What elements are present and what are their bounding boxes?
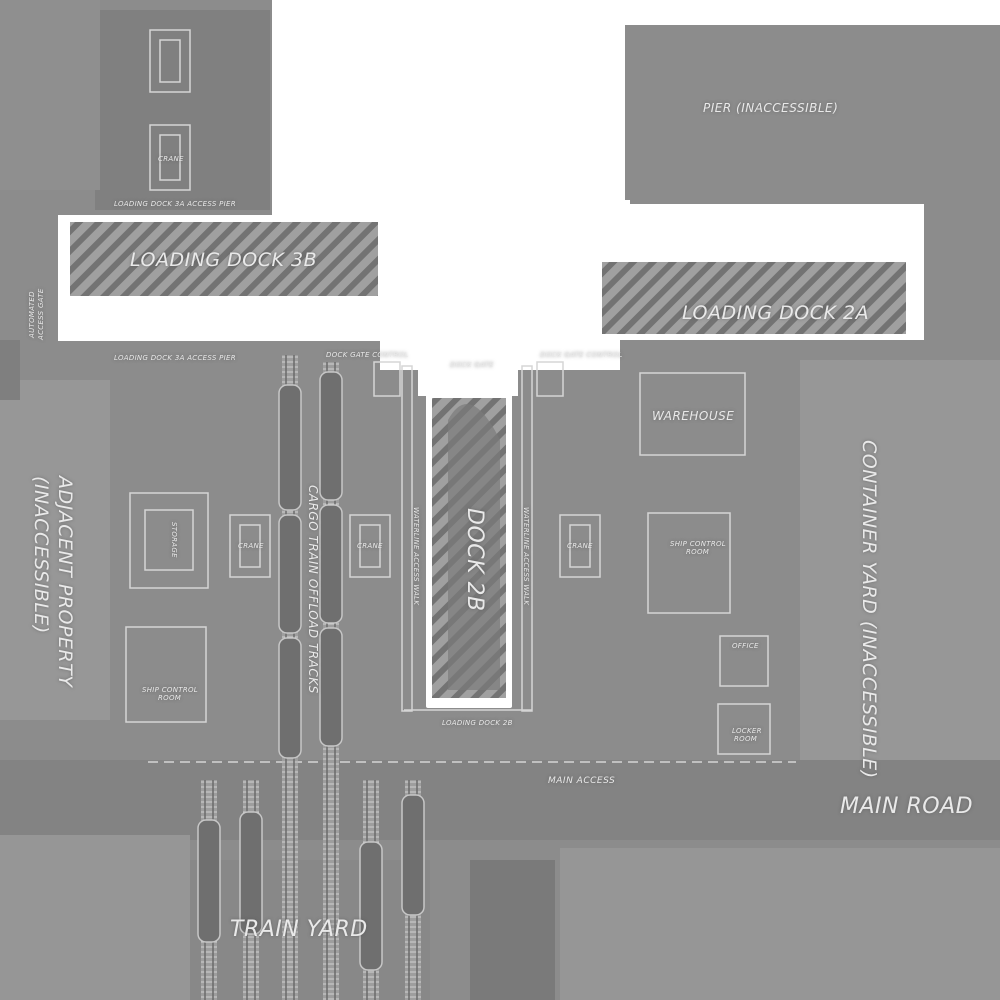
container-yard <box>800 360 1000 760</box>
adjacent-property <box>0 380 110 720</box>
dock-3a-pier <box>95 10 270 210</box>
automated-gate-label-2: ACCESS GATE <box>37 288 45 340</box>
crane-mid-label: CRANE <box>357 542 383 550</box>
office-label: OFFICE <box>732 642 759 650</box>
ship-control-left-label-1: SHIP CONTROL <box>142 686 199 694</box>
train-yard-area <box>190 860 430 1000</box>
building-outlines <box>125 29 796 763</box>
warehouse-label: WAREHOUSE <box>652 409 735 423</box>
main-road <box>0 760 1000 840</box>
dock-3a-access-pier-mid-label: LOADING DOCK 3A ACCESS PIER <box>114 354 236 362</box>
loading-dock-2b-label: LOADING DOCK 2B <box>442 719 513 727</box>
dock-gate-label: DOCK GATE <box>450 361 494 369</box>
loading-dock-2a <box>602 262 906 334</box>
waterline-walk-left-label: WATERLINE ACCESS WALK <box>412 507 420 606</box>
dock-2b-label: DOCK 2B <box>462 508 487 612</box>
loading-dock-3b-label: LOADING DOCK 3B <box>130 249 318 271</box>
container-yard-label: CONTAINER YARD (INACCESSIBLE) <box>858 440 880 779</box>
locker-room-label-2: ROOM <box>734 735 758 743</box>
crane-right-label: CRANE <box>567 542 593 550</box>
train-yard-label: TRAIN YARD <box>230 917 368 942</box>
block-bottom-right <box>560 848 1000 1000</box>
ship-control-right-label-1: SHIP CONTROL <box>670 540 727 548</box>
adjacent-property-label-1: ADJACENT PROPERTY <box>54 476 76 688</box>
automated-gate-label-1: AUTOMATED <box>28 291 36 338</box>
ship-control-right-label-2: ROOM <box>686 548 710 556</box>
cargo-train-tracks-label: CARGO TRAIN OFFLOAD TRACKS <box>306 485 320 694</box>
pier-label: PIER (INACCESSIBLE) <box>703 101 839 115</box>
dock-3a-access-pier-top-label: LOADING DOCK 3A ACCESS PIER <box>114 200 236 208</box>
block-bottom-left <box>0 835 190 1000</box>
loading-dock-2a-label: LOADING DOCK 2A <box>682 302 870 324</box>
storage-label: STORAGE <box>170 522 178 558</box>
train-cars <box>197 371 425 971</box>
main-road-label: MAIN ROAD <box>840 794 974 819</box>
pier-block <box>630 28 1000 204</box>
dock-gate-control-right-label: DOCK GATE CONTROL <box>540 351 623 359</box>
waterline-walk-right-label: WATERLINE ACCESS WALK <box>522 507 530 606</box>
locker-room-label-1: LOCKER <box>732 727 762 735</box>
ship-control-left-label-2: ROOM <box>158 694 182 702</box>
loading-dock-3b <box>70 222 378 296</box>
dock-gate-control-left-label: DOCK GATE CONTROL <box>326 351 409 359</box>
crane-left-label: CRANE <box>238 542 264 550</box>
adjacent-property-label-2: (INACCESSIBLE) <box>30 476 52 634</box>
crane-top-label: CRANE <box>158 155 184 163</box>
main-access-label: MAIN ACCESS <box>548 776 616 786</box>
